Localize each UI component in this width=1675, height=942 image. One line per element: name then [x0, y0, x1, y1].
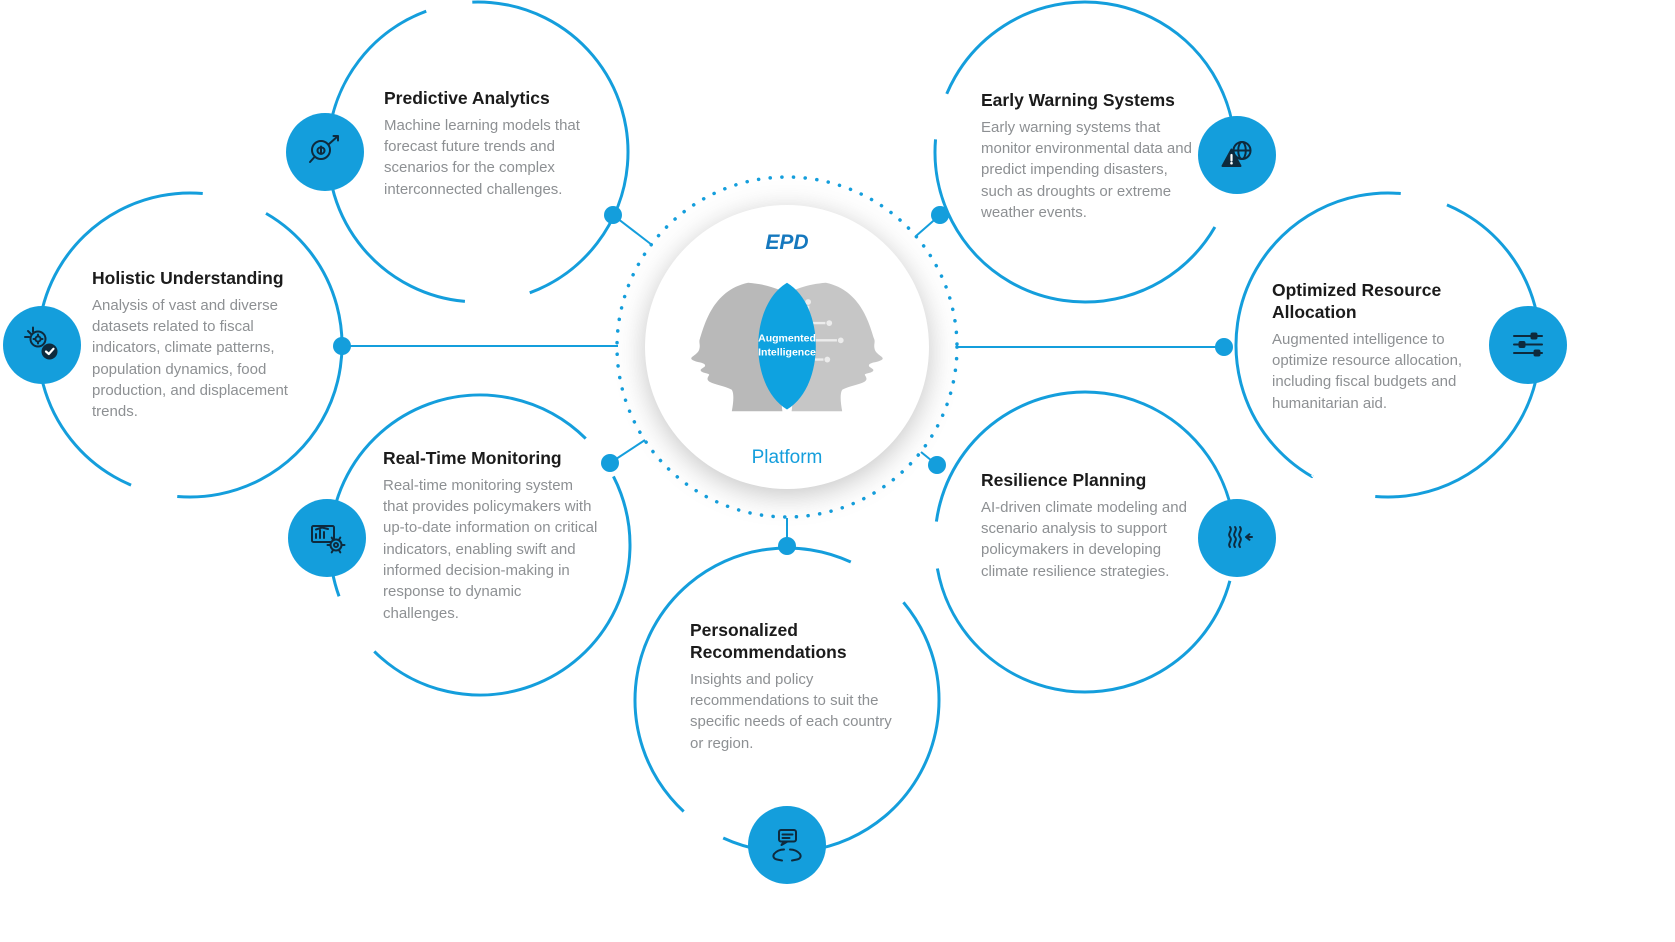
sliders-icon	[1489, 306, 1567, 384]
connector-dot	[333, 337, 351, 355]
ring-real-time-monitoring	[328, 393, 632, 697]
feature-optimized-resource-allocation: Optimized Resource Allocation Augmented …	[1272, 280, 1480, 414]
feature-personalized-recommendations: Personalized Recommendations Insights an…	[690, 620, 908, 754]
connector-dot	[604, 206, 622, 224]
feature-description: AI-driven climate modeling and scenario …	[981, 498, 1187, 580]
hub-subtitle: Platform	[751, 447, 823, 468]
feature-description: Real-time monitoring system that provide…	[383, 476, 598, 622]
hub-dotted-ring	[615, 175, 959, 519]
feature-early-warning-systems: Early Warning Systems Early warning syst…	[981, 90, 1199, 223]
connector-dot	[1215, 338, 1233, 356]
feature-description: Early warning systems that monitor envir…	[981, 118, 1192, 222]
ring-resilience-planning	[933, 390, 1237, 694]
barrier-arrow-icon	[1198, 499, 1276, 577]
feature-description: Insights and policy recommendations to s…	[690, 670, 892, 752]
connector-dot	[928, 456, 946, 474]
dashboard-gear-icon	[288, 499, 366, 577]
ring-personalized-recommendations	[633, 546, 941, 854]
feature-description: Analysis of vast and diverse datasets re…	[92, 296, 288, 421]
feature-predictive-analytics: Predictive Analytics Machine learning mo…	[384, 88, 586, 200]
connector-dot	[778, 537, 796, 555]
feature-description: Augmented intelligence to optimize resou…	[1272, 330, 1463, 412]
augmented-intelligence-emblem	[691, 282, 883, 412]
circuit-nodes	[805, 299, 844, 363]
feature-title: Early Warning Systems	[981, 90, 1175, 110]
connector-dot	[601, 454, 619, 472]
augmented-intelligence-lens	[758, 282, 816, 410]
feature-title: Personalized Recommendations	[690, 620, 847, 662]
feature-title: Optimized Resource Allocation	[1272, 280, 1442, 322]
globe-alert-icon	[1198, 116, 1276, 194]
feature-title: Resilience Planning	[981, 470, 1147, 490]
mind-gear-check-icon	[3, 306, 81, 384]
hands-message-icon	[748, 806, 826, 884]
hub: EPD Augmented Intelligence Platform	[645, 205, 929, 489]
feature-title: Holistic Understanding	[92, 268, 284, 288]
lens-label: Augmented Intelligence	[758, 332, 816, 358]
hub-title: EPD	[765, 231, 809, 254]
connector-dot	[931, 206, 949, 224]
ring-holistic-understanding	[36, 191, 344, 499]
ring-early-warning-systems	[933, 0, 1237, 304]
feature-description: Machine learning models that forecast fu…	[384, 116, 580, 198]
feature-title: Predictive Analytics	[384, 88, 550, 108]
feature-title: Real-Time Monitoring	[383, 448, 562, 468]
feature-real-time-monitoring: Real-Time Monitoring Real-time monitorin…	[383, 448, 598, 624]
feature-resilience-planning: Resilience Planning AI-driven climate mo…	[981, 470, 1193, 582]
brain-magnifier-trend-icon	[286, 113, 364, 191]
feature-holistic-understanding: Holistic Understanding Analysis of vast …	[92, 268, 304, 423]
ring-optimized-resource-allocation	[1234, 191, 1542, 499]
